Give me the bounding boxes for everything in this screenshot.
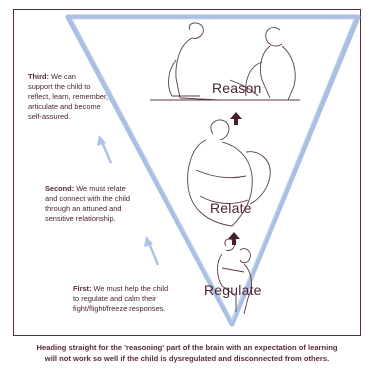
- note-second-heading: Second:: [45, 184, 74, 193]
- note-third: Third: We can support the child to refle…: [28, 72, 168, 122]
- note-second-line-3: through an attuned and: [45, 204, 121, 213]
- note-first-line-1: We must help the child: [91, 284, 168, 293]
- caption-line-2: will not work so well if the child is dy…: [0, 353, 374, 364]
- note-second-line-1: We must relate: [74, 184, 126, 193]
- note-third-line-1: We can: [49, 72, 76, 81]
- inverted-triangle: [68, 17, 358, 324]
- note-first: First: We must help the child to regulat…: [73, 284, 213, 314]
- caption: Heading straight for the 'reasoning' par…: [0, 342, 374, 364]
- note-first-heading: First:: [73, 284, 91, 293]
- note-third-line-4: articulate and become: [28, 102, 101, 111]
- note-first-line-3: fight/flight/freeze responses.: [73, 304, 165, 313]
- stage-label-reason: Reason: [212, 80, 261, 96]
- stage-label-relate: Relate: [210, 200, 252, 216]
- note-third-line-3: reflect, learn, remember,: [28, 92, 108, 101]
- note-third-line-5: self-assured.: [28, 112, 70, 121]
- note-first-line-2: to regulate and calm their: [73, 294, 156, 303]
- up-arrow-icon: [144, 236, 158, 265]
- note-third-line-2: support the child to: [28, 82, 90, 91]
- note-second-line-4: sensitive relationship.: [45, 214, 116, 223]
- caption-line-1: Heading straight for the 'reasoning' par…: [0, 342, 374, 353]
- up-arrow-icon: [97, 135, 111, 163]
- note-second: Second: We must relate and connect with …: [45, 184, 185, 224]
- note-third-heading: Third:: [28, 72, 49, 81]
- up-arrow-icon: [230, 112, 242, 125]
- note-second-line-2: and connect with the child: [45, 194, 130, 203]
- up-arrow-icon: [228, 232, 240, 245]
